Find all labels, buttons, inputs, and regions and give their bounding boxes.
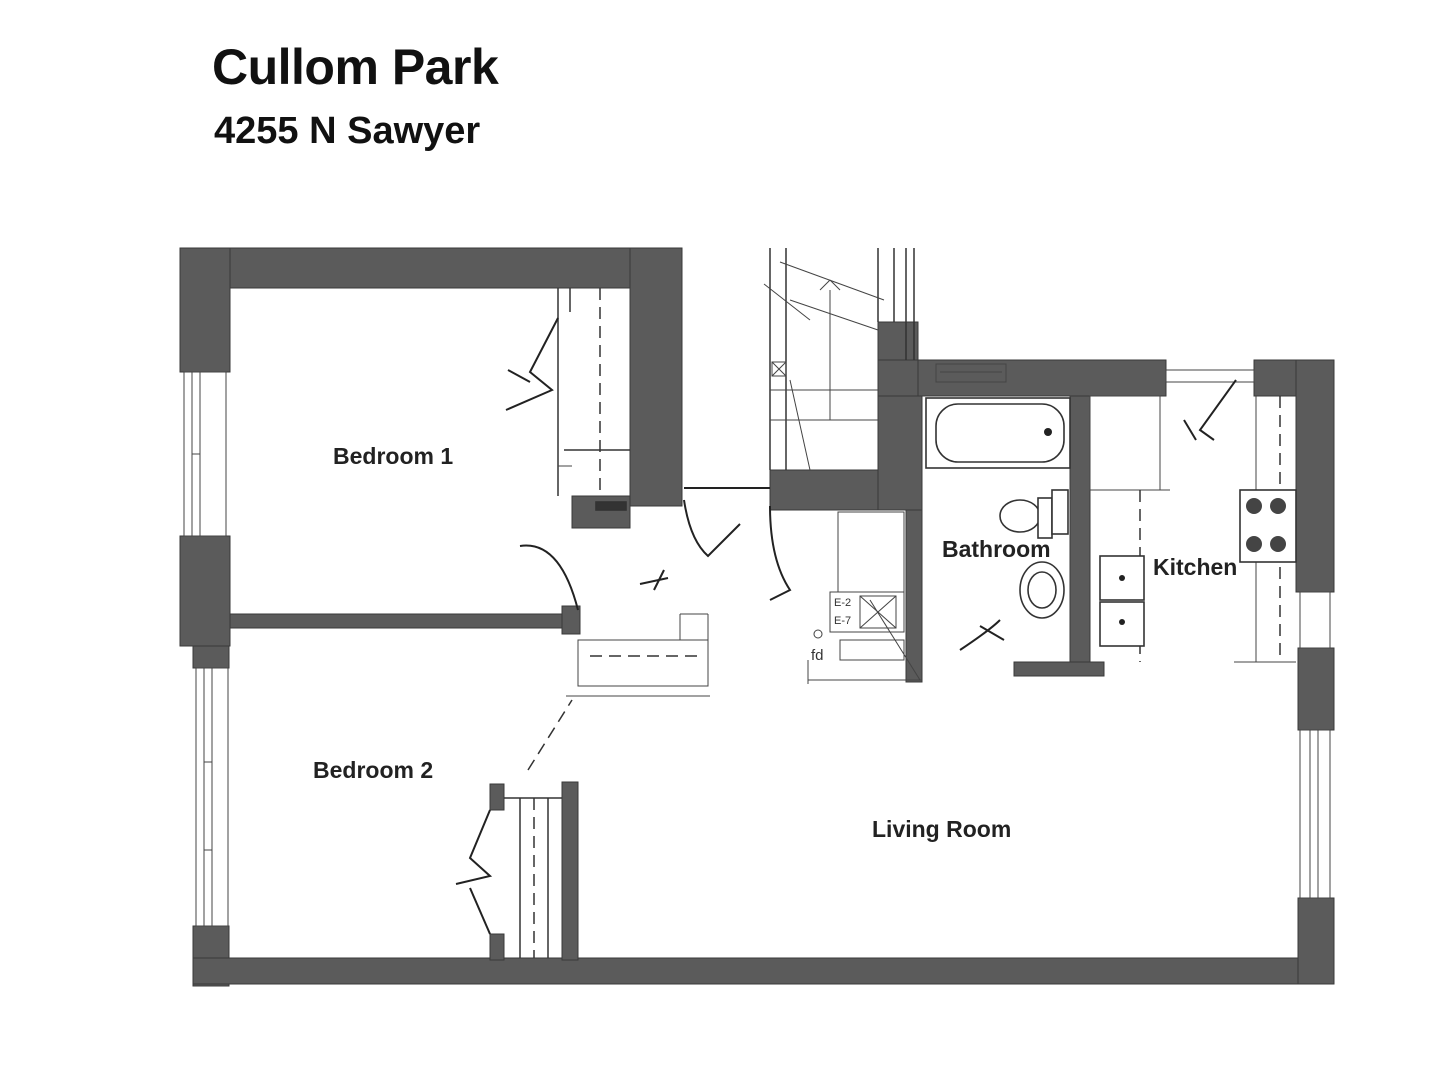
room-label-bedroom-1: Bedroom 1: [333, 443, 453, 469]
staircase: [763, 248, 915, 471]
kitchen-fixtures: [1089, 395, 1297, 663]
panel-label-a: E-2: [834, 597, 851, 609]
bathroom-fixtures: [925, 397, 1071, 619]
room-label-bedroom-2: Bedroom 2: [313, 757, 433, 783]
doors: [455, 317, 1237, 935]
address-subtitle: 4255 N Sawyer: [214, 110, 481, 152]
room-label-kitchen: Kitchen: [1153, 554, 1237, 580]
windows: [183, 363, 1331, 927]
closets: [504, 288, 922, 958]
panel-label-b: E-7: [834, 615, 851, 627]
walls: [179, 247, 1335, 987]
floor-drain-label: fd: [811, 647, 824, 664]
page-title: Cullom Park: [212, 39, 499, 95]
room-label-living-room: Living Room: [872, 816, 1011, 842]
room-label-bathroom: Bathroom: [942, 536, 1051, 562]
